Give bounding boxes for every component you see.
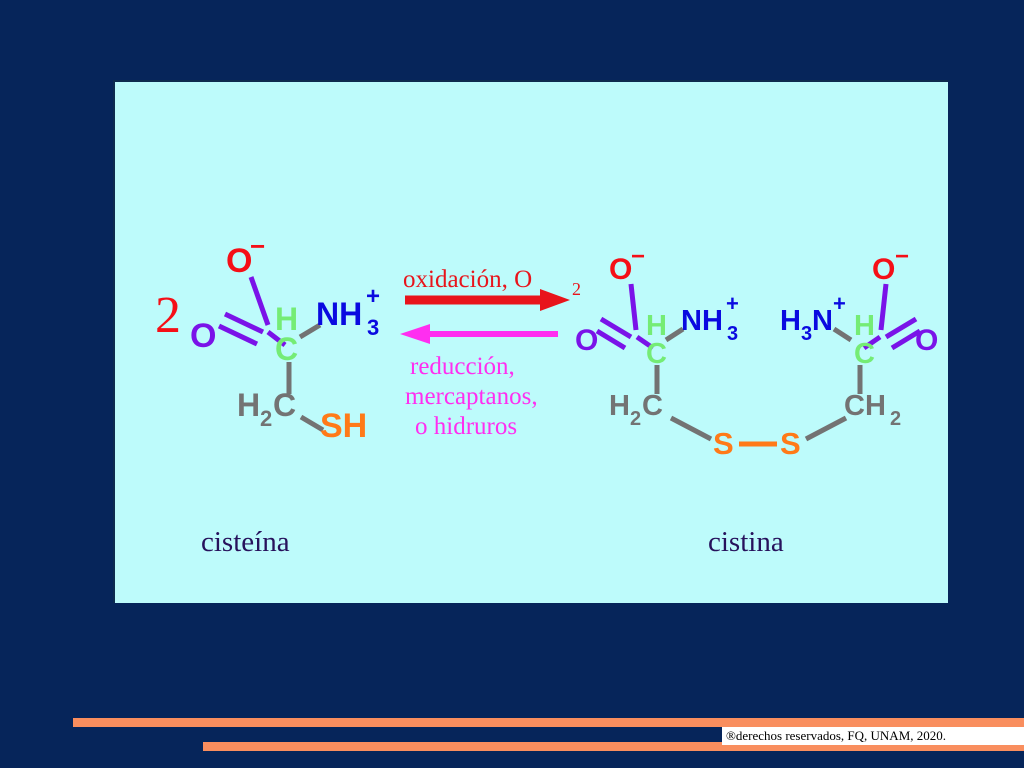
charge-positive-amino-left: + [726,291,739,316]
bond-calpha-nitrogen-right [832,326,853,343]
bond-carbonyl-double-a-left [599,316,633,340]
atom-label-amino-left: NH [681,305,723,337]
cystine-right-half: O − O H C H 3 N + CH 2 S [780,243,938,461]
atom-label-h2c-h: H [237,387,260,423]
reaction-arrows: oxidación, O 2 reducción, mercaptanos, o… [400,266,581,440]
forward-arrow-head [540,289,570,311]
atom-label-carbon-alpha-left: C [646,338,667,370]
reduction-label-line3: o hidruros [415,413,517,440]
cysteine-structure: O − O H C NH 3 + H 2 C SH [190,231,380,445]
bond-carbonyl-double-a [223,311,265,335]
compound-name-cysteine: cisteína [201,526,290,558]
reaction-diagram: 2 O − O [155,231,938,558]
bond-carbonyl-double-b-right [890,328,922,351]
atom-label-h2c-c: C [273,387,296,423]
atom-label-oxygen-anion-left: O [609,253,632,286]
charge-negative: − [250,231,265,261]
content-panel: 2 O − O [113,80,948,603]
bond-carboxyl-o-single-left [628,283,639,331]
charge-negative-right: − [895,243,909,270]
charge-positive-amino: + [366,283,380,310]
bond-carboxyl-calpha-right [862,334,882,351]
reverse-arrow-head [400,324,430,344]
compound-name-cystine: cistina [708,526,784,558]
atom-label-sulfur-right: S [780,426,801,461]
accent-bar-bottom [203,742,1024,751]
atom-label-oxygen-anion: O [226,242,252,280]
atom-label-hydrogen-alpha: H [275,301,298,337]
bond-carbonyl-double-b-left [595,328,627,351]
atom-label-oxygen-carbonyl-left: O [575,324,598,357]
atom-label-oxygen-anion-right: O [872,253,895,286]
accent-bar-top [73,718,1024,727]
atom-label-amino-h-right: H [780,305,801,337]
atom-label-amino-n-right: N [812,305,833,337]
oxidation-label: oxidación, O [403,266,532,293]
bond-calpha-nitrogen-left [664,326,685,343]
reduction-label-line1: reducción, [410,353,515,380]
atom-label-h2c-subscript-left: 2 [630,408,641,430]
copyright-notice: ®derechos reservados, FQ, UNAM, 2020. [722,727,1024,745]
charge-negative-left: − [631,243,645,270]
bond-carboxyl-calpha [266,330,287,347]
atom-label-ch2-right: CH [844,390,886,422]
atom-label-sulfur-left: S [713,426,734,461]
atom-label-carbon-alpha-right: C [854,338,875,370]
atom-label-hydrogen-alpha-left: H [646,310,667,342]
bond-calpha-nitrogen [298,322,322,340]
amino-subscript-right: 3 [801,323,812,345]
atom-label-amino: NH [316,296,362,332]
amino-subscript: 3 [367,315,379,340]
charge-positive-amino-right: + [833,291,846,316]
atom-label-ch2-subscript-right: 2 [890,408,901,430]
bond-ch2-sulfur-right [804,415,848,442]
reduction-label-line2: mercaptanos, [405,383,538,410]
bond-ch2-sulfur [299,414,325,433]
atom-label-h2c-c-left: C [642,390,663,422]
atom-label-h2c-h-left: H [609,390,630,422]
bond-carboxyl-calpha-left [635,334,655,351]
atom-label-oxygen-carbonyl: O [190,317,216,355]
bond-carbonyl-double-a-right [884,316,918,340]
cystine-left-half: O − O H C NH 3 + H 2 C S [575,243,739,461]
bond-carboxyl-o-single-right [878,283,889,331]
bond-carboxyl-o-single [248,276,271,326]
bond-ch2-sulfur-left [669,415,713,442]
oxidation-label-subscript: 2 [572,279,581,299]
atom-label-carbon-alpha: C [275,331,298,367]
atom-label-h2c-subscript: 2 [260,406,272,431]
atom-label-oxygen-carbonyl-right: O [915,324,938,357]
atom-label-hydrogen-alpha-right: H [854,310,875,342]
stoichiometric-coefficient: 2 [155,287,181,344]
amino-subscript-left: 3 [727,323,738,345]
bond-carbonyl-double-b [217,323,259,347]
atom-label-thiol: SH [320,407,367,445]
